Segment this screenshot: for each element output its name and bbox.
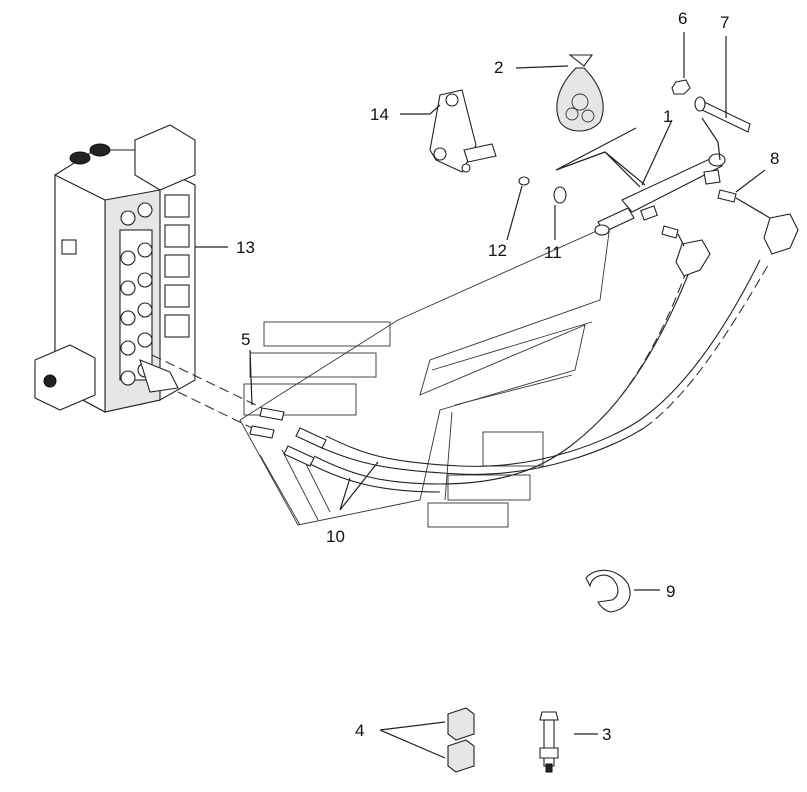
callout-5: 5 — [241, 330, 250, 349]
parts-bag-part-2 — [556, 54, 604, 132]
callout-2: 2 — [494, 58, 503, 77]
block-nut-part-4 — [447, 707, 475, 773]
callout-3: 3 — [602, 725, 611, 744]
callout-14: 14 — [370, 105, 389, 124]
seal-ring-part-11 — [553, 186, 567, 204]
connection-dashed-line-a — [151, 354, 263, 409]
valve-block — [34, 124, 196, 413]
nut-part-6 — [671, 79, 691, 95]
connection-dashed-line-b — [177, 391, 253, 429]
bolt-part-3 — [539, 711, 559, 773]
callout-12: 12 — [488, 241, 507, 260]
background-watermark-logo — [239, 224, 611, 528]
cylinder-part-1 — [555, 127, 726, 236]
callout-10: 10 — [326, 527, 345, 546]
callout-11: 11 — [544, 243, 562, 262]
callout-13: 13 — [236, 238, 255, 257]
pin-part-7 — [694, 96, 751, 161]
leader-lines — [195, 32, 766, 759]
callout-7: 7 — [720, 13, 729, 32]
hose-part-10 — [283, 259, 771, 511]
elbow-fitting-part-8 — [661, 189, 799, 277]
callout-labels: 1 2 3 4 5 6 7 8 9 10 11 12 13 14 — [236, 9, 779, 744]
clamp-ring-part-9 — [585, 569, 631, 613]
callout-1: 1 — [663, 107, 672, 126]
bracket-part-14 — [429, 89, 497, 173]
callout-8: 8 — [770, 149, 779, 168]
callout-4: 4 — [355, 721, 364, 740]
washer-part-12 — [518, 176, 530, 186]
callout-6: 6 — [678, 9, 687, 28]
callout-9: 9 — [666, 582, 675, 601]
fitting-part-5 — [249, 407, 285, 439]
